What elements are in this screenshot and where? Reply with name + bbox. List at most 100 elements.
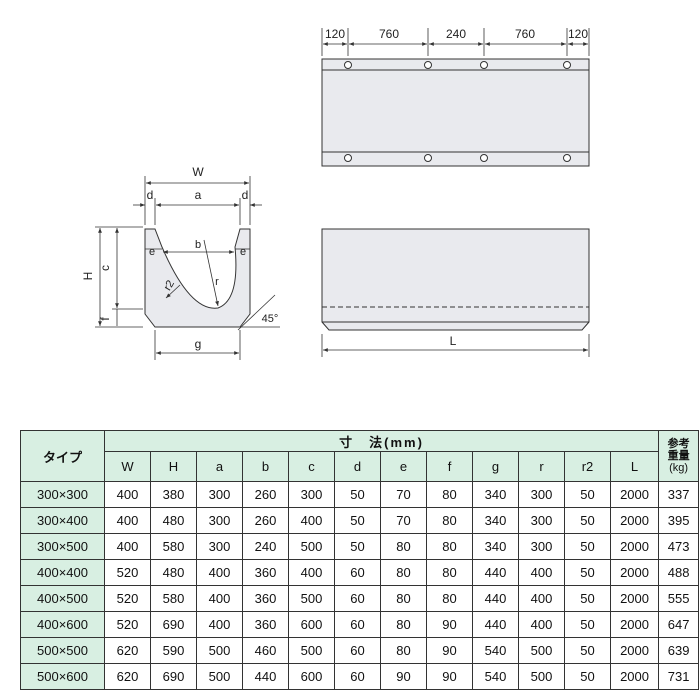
value-cell: 240 <box>242 533 289 560</box>
value-cell: 2000 <box>609 637 660 664</box>
type-cell: 500×600 <box>20 663 105 690</box>
value-cell: 80 <box>380 585 427 612</box>
value-cell: 520 <box>104 585 151 612</box>
value-cell: 440 <box>472 611 519 638</box>
value-cell: 520 <box>104 559 151 586</box>
value-cell: 80 <box>426 507 473 534</box>
label-d-left: d <box>147 188 154 202</box>
column-header-l: L <box>609 451 660 482</box>
weight-cell: 647 <box>658 611 700 638</box>
type-cell: 300×500 <box>20 533 105 560</box>
value-cell: 440 <box>242 663 289 690</box>
label-e-right: e <box>240 246 246 258</box>
value-cell: 500 <box>196 637 243 664</box>
value-cell: 2000 <box>609 481 660 508</box>
value-cell: 2000 <box>609 585 660 612</box>
value-cell: 500 <box>288 585 335 612</box>
value-cell: 380 <box>150 481 197 508</box>
value-cell: 80 <box>380 637 427 664</box>
value-cell: 500 <box>196 663 243 690</box>
value-cell: 590 <box>150 637 197 664</box>
value-cell: 300 <box>518 481 565 508</box>
value-cell: 400 <box>518 611 565 638</box>
value-cell: 440 <box>472 559 519 586</box>
value-cell: 50 <box>334 507 381 534</box>
weight-cell: 337 <box>658 481 700 508</box>
column-header-a: a <box>196 451 243 482</box>
value-cell: 60 <box>334 611 381 638</box>
value-cell: 360 <box>242 585 289 612</box>
value-cell: 300 <box>196 533 243 560</box>
label-b: b <box>195 239 201 251</box>
value-cell: 50 <box>564 507 611 534</box>
value-cell: 90 <box>380 663 427 690</box>
value-cell: 70 <box>380 481 427 508</box>
value-cell: 400 <box>518 559 565 586</box>
value-cell: 300 <box>288 481 335 508</box>
weight-cell: 639 <box>658 637 700 664</box>
value-cell: 540 <box>472 637 519 664</box>
value-cell: 50 <box>334 481 381 508</box>
value-cell: 580 <box>150 533 197 560</box>
side-view: L <box>321 228 590 357</box>
type-cell: 400×400 <box>20 559 105 586</box>
value-cell: 520 <box>104 611 151 638</box>
value-cell: 340 <box>472 533 519 560</box>
value-cell: 400 <box>104 533 151 560</box>
cross-section: W d a d H c f e e b r r2 <box>81 165 280 360</box>
type-cell: 500×500 <box>20 637 105 664</box>
plan-view: 120 760 240 760 120 <box>321 27 590 167</box>
value-cell: 50 <box>564 533 611 560</box>
value-cell: 2000 <box>609 611 660 638</box>
value-cell: 260 <box>242 507 289 534</box>
weight-header: 参考 重量 (kg) <box>658 430 700 482</box>
column-header-c: c <box>288 451 335 482</box>
value-cell: 690 <box>150 611 197 638</box>
bolt-holes <box>344 61 571 162</box>
value-cell: 50 <box>564 585 611 612</box>
label-e-left: e <box>149 246 155 258</box>
value-cell: 540 <box>472 663 519 690</box>
column-header-b: b <box>242 451 289 482</box>
value-cell: 460 <box>242 637 289 664</box>
value-cell: 2000 <box>609 663 660 690</box>
label-W: W <box>192 165 204 179</box>
dim-top-5: 120 <box>568 27 588 41</box>
column-header-g: g <box>472 451 519 482</box>
value-cell: 400 <box>104 481 151 508</box>
value-cell: 400 <box>104 507 151 534</box>
value-cell: 60 <box>334 585 381 612</box>
weight-cell: 473 <box>658 533 700 560</box>
type-header: タイプ <box>20 430 105 482</box>
dim-top-1: 120 <box>325 27 345 41</box>
value-cell: 400 <box>196 585 243 612</box>
value-cell: 300 <box>518 533 565 560</box>
value-cell: 500 <box>518 637 565 664</box>
column-header-f: f <box>426 451 473 482</box>
value-cell: 60 <box>334 663 381 690</box>
value-cell: 50 <box>564 559 611 586</box>
weight-cell: 555 <box>658 585 700 612</box>
value-cell: 690 <box>150 663 197 690</box>
value-cell: 500 <box>518 663 565 690</box>
value-cell: 600 <box>288 663 335 690</box>
type-cell: 400×600 <box>20 611 105 638</box>
value-cell: 480 <box>150 507 197 534</box>
value-cell: 2000 <box>609 507 660 534</box>
type-cell: 300×300 <box>20 481 105 508</box>
value-cell: 80 <box>426 533 473 560</box>
column-header-w: W <box>104 451 151 482</box>
value-cell: 90 <box>426 611 473 638</box>
value-cell: 80 <box>426 481 473 508</box>
value-cell: 360 <box>242 559 289 586</box>
value-cell: 50 <box>564 637 611 664</box>
value-cell: 340 <box>472 481 519 508</box>
column-header-h: H <box>150 451 197 482</box>
value-cell: 340 <box>472 507 519 534</box>
value-cell: 50 <box>564 611 611 638</box>
